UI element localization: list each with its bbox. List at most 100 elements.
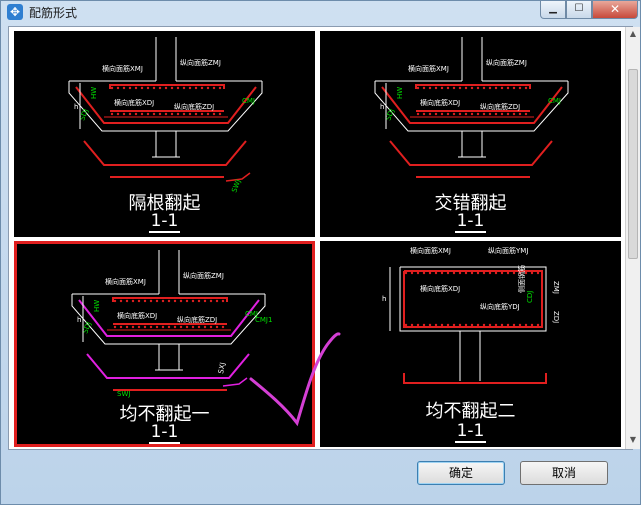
- rebar-dot: [422, 323, 426, 327]
- rebar-dot: [179, 299, 183, 303]
- rebar-dot: [536, 271, 540, 275]
- rebar-dot: [218, 112, 222, 116]
- rebar-dot: [518, 323, 522, 327]
- rebar-dot: [173, 325, 177, 329]
- rebar-dot: [512, 323, 516, 327]
- rebar-dot: [416, 271, 420, 275]
- footing-outline: [68, 81, 263, 132]
- rebar-dot: [500, 86, 504, 90]
- top-rebar: [415, 84, 531, 89]
- rebar-dot: [209, 299, 213, 303]
- scroll-up-icon[interactable]: ▲: [629, 29, 637, 38]
- rebar-dot: [113, 299, 117, 303]
- minimize-button[interactable]: ▁: [540, 1, 566, 19]
- rebar-dot: [404, 323, 408, 327]
- ok-button[interactable]: 确定: [417, 461, 505, 485]
- label-top-long: 纵向面筋ZMJ: [180, 58, 221, 67]
- footing-outline: [71, 294, 266, 345]
- rebar-dot: [434, 112, 438, 116]
- label-top-cross: 横向面筋XMJ: [105, 277, 146, 286]
- footing-outline: [399, 266, 547, 332]
- rebar-dot: [155, 299, 159, 303]
- rebar-dot: [494, 271, 498, 275]
- cancel-button[interactable]: 取消: [520, 461, 608, 485]
- rebar-dot: [122, 86, 126, 90]
- rebar-dot: [410, 271, 414, 275]
- rebar-dot: [536, 323, 540, 327]
- rebar-dot: [524, 323, 528, 327]
- label-bot-cross: 横向底筋XDJ: [117, 311, 157, 320]
- rebar-dot: [170, 86, 174, 90]
- rebar-dot: [422, 271, 426, 275]
- rebar-dot: [140, 86, 144, 90]
- rebar-dot: [524, 112, 528, 116]
- rebar-dot: [476, 323, 480, 327]
- rebar-dot: [218, 86, 222, 90]
- rebar-dot: [200, 86, 204, 90]
- rebar-dot: [434, 323, 438, 327]
- label-cmj: CMJ: [548, 97, 561, 105]
- rebar-dot: [446, 112, 450, 116]
- rebar-dot: [191, 299, 195, 303]
- rebar-dot: [185, 325, 189, 329]
- rebar-dot: [470, 86, 474, 90]
- label-h: h: [380, 103, 384, 111]
- label-top-long: 纵向面筋ZMJ: [486, 58, 527, 67]
- rebar-dot: [524, 86, 528, 90]
- rebar-dot: [206, 112, 210, 116]
- label-cmj1: CMJ1: [255, 316, 272, 324]
- section-label: 1-1: [454, 211, 487, 233]
- rebar-dot: [119, 299, 123, 303]
- rebar-dot: [446, 271, 450, 275]
- rebar-dot: [416, 112, 420, 116]
- rebar-dot: [137, 299, 141, 303]
- rebar-dot: [488, 86, 492, 90]
- rebar-dot: [464, 112, 468, 116]
- rebar-cage: [403, 270, 543, 328]
- rebar-dot: [179, 325, 183, 329]
- label-sdj: SDJ: [81, 321, 93, 335]
- rebar-dot: [512, 86, 516, 90]
- rebar-dot: [185, 299, 189, 303]
- scroll-thumb[interactable]: [628, 69, 638, 259]
- section-label: 1-1: [148, 211, 181, 233]
- rebar-dot: [203, 299, 207, 303]
- rebar-dot: [146, 86, 150, 90]
- rebar-dot: [188, 86, 192, 90]
- rebar-dot: [197, 299, 201, 303]
- rebar-dot: [500, 323, 504, 327]
- rebar-dot: [494, 323, 498, 327]
- rebar-dot: [215, 325, 219, 329]
- rebar-dot: [197, 325, 201, 329]
- maximize-button[interactable]: ☐: [566, 1, 592, 19]
- rebar-dot: [146, 112, 150, 116]
- rebar-dot: [518, 112, 522, 116]
- rebar-dot: [128, 86, 132, 90]
- scroll-down-icon[interactable]: ▼: [629, 435, 637, 444]
- rebar-dot: [476, 271, 480, 275]
- rebar-dot: [143, 325, 147, 329]
- rebar-dot: [221, 299, 225, 303]
- label-sdj: SDJ: [78, 108, 90, 122]
- label-bot-long: 纵向底筋YDJ: [480, 302, 520, 311]
- label-bot-long: 纵向底筋ZDJ: [177, 315, 217, 324]
- rebar-dot: [476, 86, 480, 90]
- section-label: 1-1: [148, 422, 181, 444]
- rebar-dot: [530, 323, 534, 327]
- rebar-dot: [422, 86, 426, 90]
- title-bar[interactable]: ✥ 配筋形式 ▁ ☐ ✕: [1, 1, 640, 23]
- rebar-dot: [182, 86, 186, 90]
- label-sdj: SDJ: [384, 108, 396, 122]
- vertical-scrollbar[interactable]: ▲ ▼: [625, 27, 640, 449]
- rebar-dot: [134, 112, 138, 116]
- rebar-dot: [506, 323, 510, 327]
- rebar-dot: [194, 86, 198, 90]
- close-button[interactable]: ✕: [592, 1, 638, 19]
- label-cdj: CDJ: [526, 291, 534, 303]
- rebar-dot: [173, 299, 177, 303]
- label-cmj: CMJ: [242, 97, 255, 105]
